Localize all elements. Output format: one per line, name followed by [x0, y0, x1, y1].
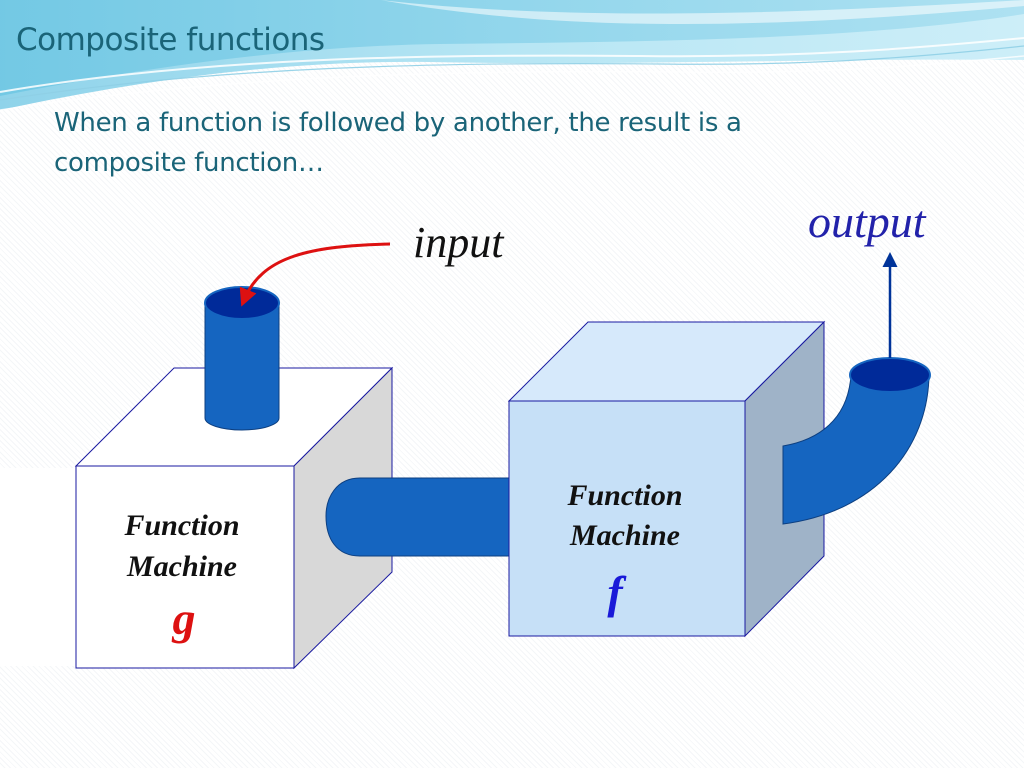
- machine-g-name: g: [172, 593, 196, 644]
- machine-f-label-line1: Function: [566, 479, 682, 512]
- machine-g-label-line1: Function: [123, 509, 239, 542]
- machine-g-label-line2: Machine: [126, 550, 237, 583]
- machine-f-label-line2: Machine: [569, 519, 680, 552]
- slide-title: Composite functions: [16, 22, 325, 58]
- slide-subtitle: When a function is followed by another, …: [54, 103, 954, 183]
- output-pipe: [782, 357, 931, 525]
- input-label: input: [413, 218, 505, 267]
- machine-f-name: f: [607, 567, 627, 618]
- subtitle-line-1: When a function is followed by another, …: [54, 108, 742, 138]
- left-panel: [0, 468, 76, 666]
- subtitle-line-2: composite function…: [54, 148, 324, 178]
- machine-f-front-face: [508, 400, 746, 637]
- input-arrow: [239, 242, 391, 307]
- machine-g-front-face: [75, 465, 295, 669]
- input-pipe: [204, 286, 280, 431]
- output-pipe-opening: [849, 357, 931, 393]
- function-machine-g: [74, 366, 394, 670]
- input-pipe-opening: [204, 286, 280, 320]
- output-label: output: [808, 196, 927, 247]
- connecting-pipe: [325, 477, 511, 557]
